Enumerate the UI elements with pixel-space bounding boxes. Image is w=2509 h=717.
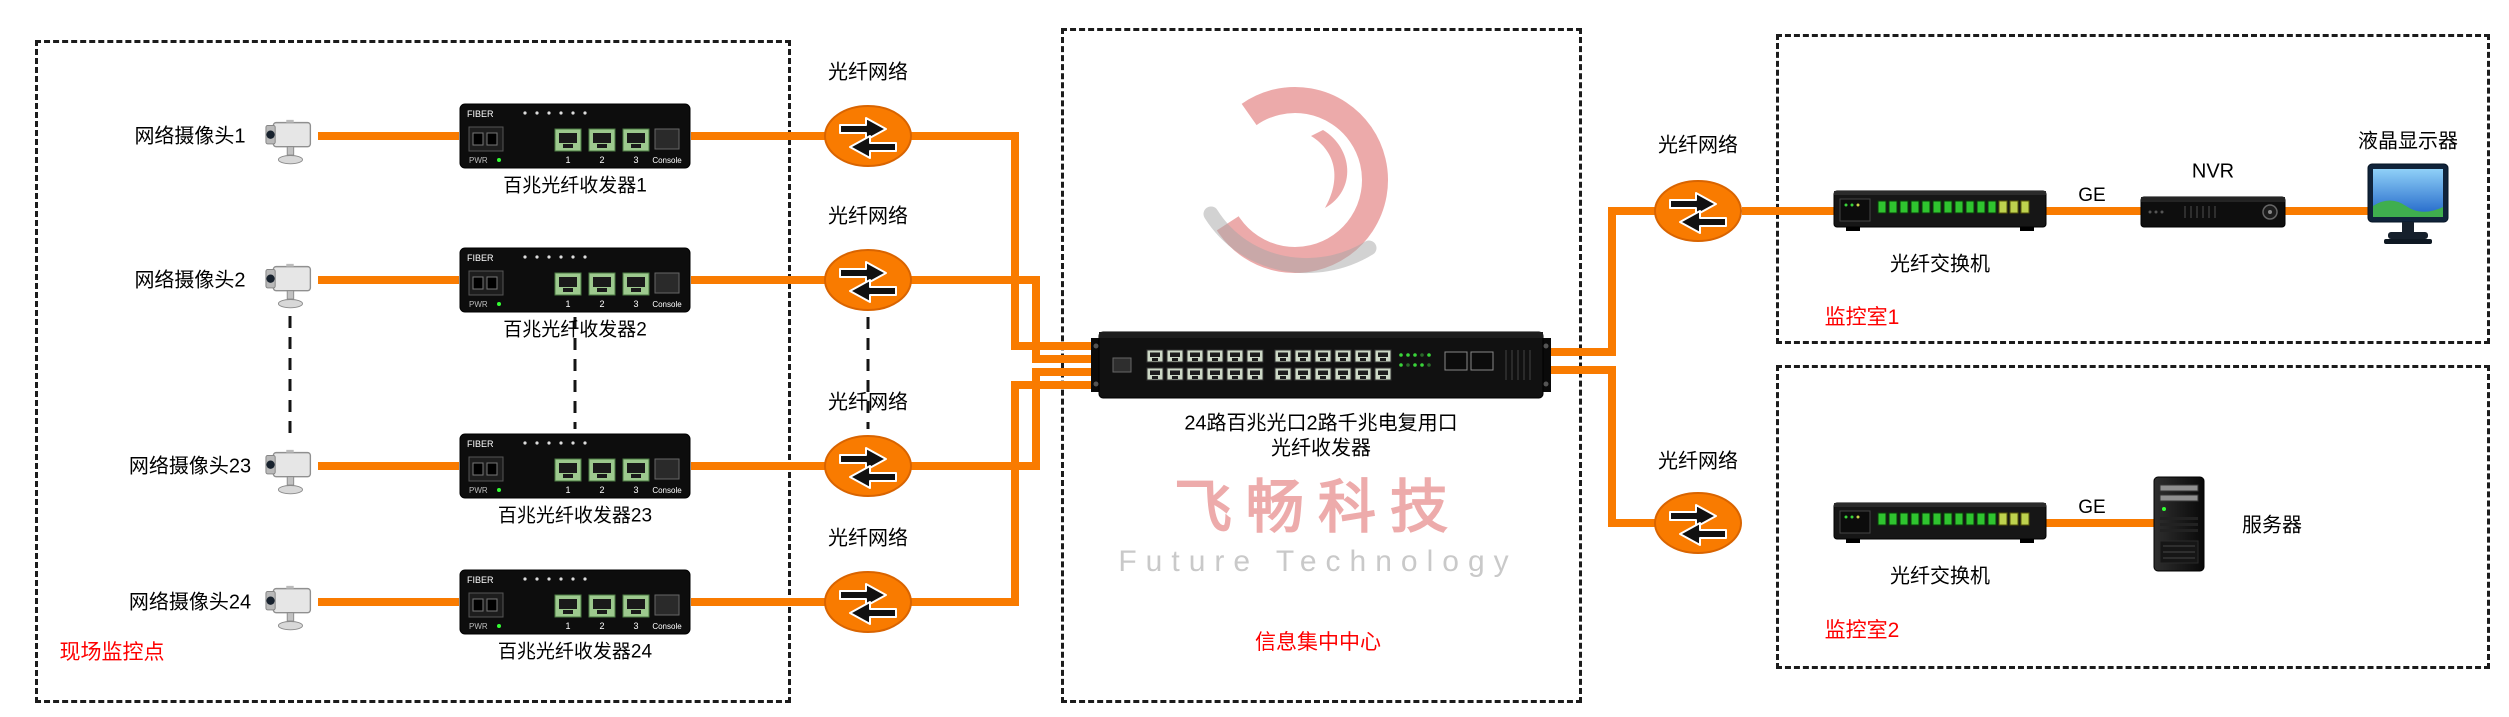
center-area-label: 信息集中中心	[1255, 631, 1381, 654]
fiber-network-node-5-icon	[1652, 178, 1744, 244]
fiber-network-node-6-icon	[1652, 490, 1744, 556]
lcd-monitor-label: 液晶显示器	[2358, 130, 2458, 153]
fiber-switch-label-room2: 光纤交换机	[1890, 565, 1990, 588]
room2-area-box	[1776, 365, 2490, 669]
site-area-box	[35, 40, 791, 703]
converter-label-24: 百兆光纤收发器24	[497, 641, 653, 663]
fiber-network-label-5: 光纤网络	[1658, 134, 1738, 157]
core-switch-caption-line2: 光纤收发器	[1271, 437, 1371, 460]
server-icon	[2152, 475, 2206, 573]
lcd-monitor-icon	[2366, 162, 2450, 250]
camera-label-23: 网络摄像头23	[128, 455, 252, 478]
ip-camera-1-icon	[262, 118, 318, 168]
core-switch-device	[1091, 328, 1551, 402]
room2-area-label: 监控室2	[1824, 619, 1900, 642]
core-switch-caption-line1: 24路百兆光口2路千兆电复用口	[1184, 412, 1458, 435]
camera-label-2: 网络摄像头2	[134, 269, 246, 292]
room1-area-label: 监控室1	[1824, 306, 1900, 329]
fiber-network-node-4-icon	[822, 569, 914, 635]
watermark-text-cn: 飞畅科技	[1173, 475, 1463, 540]
room1-area-box	[1776, 34, 2490, 344]
camera-label-1: 网络摄像头1	[134, 125, 246, 148]
wire-fiber24-switch	[911, 381, 1095, 606]
site-area-label: 现场监控点	[59, 641, 165, 664]
media-converter-23-device	[459, 433, 691, 499]
fiber-network-label-3: 光纤网络	[828, 391, 908, 414]
camera-label-24: 网络摄像头24	[128, 591, 252, 614]
nvr-device	[2140, 196, 2286, 228]
fiber-network-label-2: 光纤网络	[828, 205, 908, 228]
media-converter-1-device	[459, 103, 691, 169]
ip-camera-24-icon	[262, 584, 318, 634]
wire-fiber2-switch	[911, 276, 1095, 363]
wire-switch-fiber-room2	[1549, 366, 1656, 527]
fiber-network-node-2-icon	[822, 247, 914, 313]
media-converter-2-device	[459, 247, 691, 313]
center-area-box	[1061, 28, 1582, 703]
ip-camera-23-icon	[262, 448, 318, 498]
fiber-network-label-4: 光纤网络	[828, 527, 908, 550]
nvr-label: NVR	[2191, 160, 2235, 183]
ip-camera-2-icon	[262, 262, 318, 312]
ge-label-room1: GE	[2078, 185, 2106, 206]
fiber-network-label-6: 光纤网络	[1658, 450, 1738, 473]
watermark-text-en: Future Technology	[1118, 545, 1518, 578]
wire-fiber23-switch	[911, 368, 1095, 470]
wire-switch-fiber-room1	[1549, 207, 1656, 356]
fiber-switch-room2-device	[1832, 501, 2048, 545]
converter-label-23: 百兆光纤收发器23	[497, 505, 653, 527]
fiber-network-label-1: 光纤网络	[828, 61, 908, 84]
fiber-wires	[318, 132, 2368, 606]
fiber-network-node-3-icon	[822, 433, 914, 499]
ge-label-room2: GE	[2078, 497, 2106, 518]
server-label: 服务器	[2242, 514, 2302, 537]
wire-fiber1-switch	[911, 132, 1095, 350]
media-converter-24-device	[459, 569, 691, 635]
fiber-switch-label-room1: 光纤交换机	[1890, 253, 1990, 276]
converter-label-1: 百兆光纤收发器1	[503, 175, 647, 197]
converter-label-2: 百兆光纤收发器2	[503, 319, 647, 341]
fiber-switch-room1-device	[1832, 189, 2048, 233]
ellipsis-dashes	[288, 316, 870, 442]
fiber-network-node-1-icon	[822, 103, 914, 169]
